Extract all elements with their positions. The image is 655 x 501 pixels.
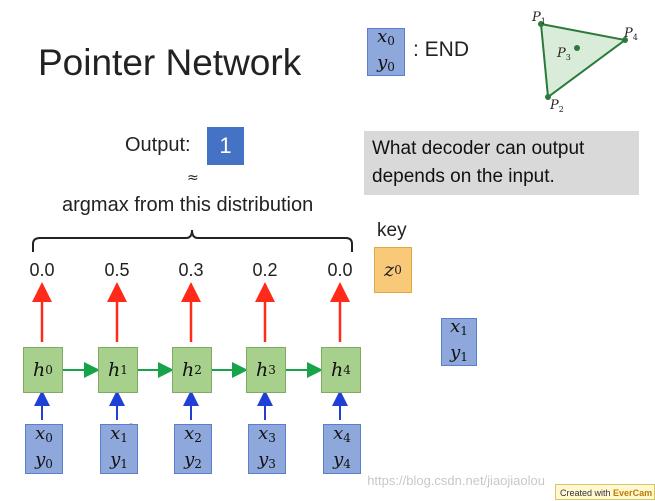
watermark-url: https://blog.csdn.net/jiaojiaolou (367, 473, 545, 488)
approx-symbol: ≈ (187, 170, 199, 186)
triangle-label-p2: P2 (550, 98, 564, 114)
triangle-label-p4: P4 (624, 26, 638, 42)
evercam-badge: Created with EverCam (555, 484, 655, 500)
prob-3: 0.2 (252, 260, 278, 280)
triangle-label-p3: P3 (557, 46, 571, 62)
prob-1: 0.5 (104, 260, 130, 280)
page-title: Pointer Network (38, 42, 302, 83)
output-value-box: 1 (207, 127, 244, 165)
triangle-label-p1: P1 (532, 10, 546, 26)
prob-2: 0.3 (178, 260, 204, 280)
input-box-2: x2 y2 (174, 423, 212, 474)
info-box: What decoder can output depends on the i… (364, 131, 639, 195)
argmax-label: argmax from this distribution (62, 194, 314, 216)
curly-brace (32, 229, 353, 252)
input-box-0: x0 y0 (25, 423, 63, 474)
red-arrows (32, 282, 350, 342)
decoder-input-box: x1 y1 (441, 316, 477, 366)
input-box-1: x1 y1 (100, 423, 138, 474)
info-text-line1: What decoder can output (372, 138, 585, 159)
triangle-figure (538, 21, 628, 100)
info-text-line2: depends on the input. (372, 166, 555, 187)
key-label: key (377, 220, 407, 241)
blue-arrows (34, 390, 348, 420)
end-label: : END (413, 38, 470, 61)
prob-0: 0.0 (29, 260, 55, 280)
output-label: Output: (125, 134, 191, 156)
end-token-box: x0 y0 (367, 26, 405, 76)
prob-4: 0.0 (327, 260, 353, 280)
input-box-4: x4 y4 (323, 423, 361, 474)
input-box-3: x3 y3 (248, 423, 286, 474)
